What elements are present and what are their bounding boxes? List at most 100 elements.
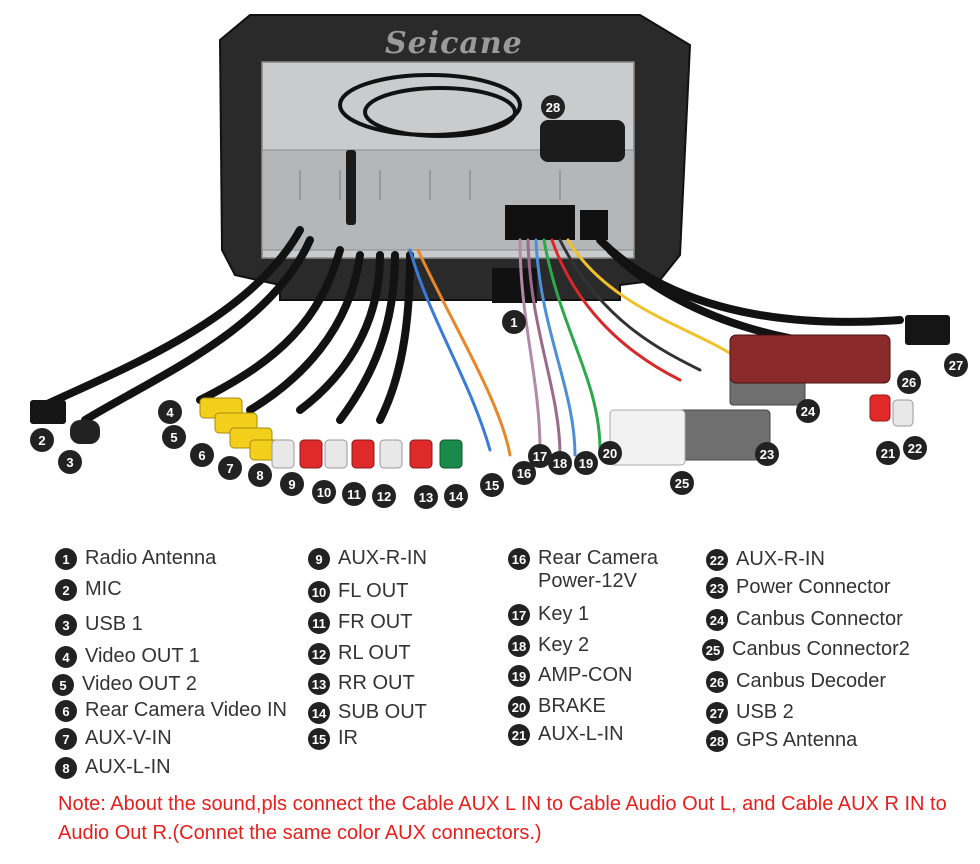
callout-marker: 19 [574,451,598,475]
legend-label: MIC [85,578,122,600]
legend-item: 25 Canbus Connector2 [702,638,910,661]
callout-marker: 10 [312,480,336,504]
callout-marker: 17 [528,444,552,468]
legend-item: 28 GPS Antenna [706,729,857,752]
legend-number: 19 [508,665,530,687]
legend-item: 19 AMP-CON [508,664,632,687]
legend-number: 11 [308,612,330,634]
legend-number: 4 [55,646,77,668]
callout-marker: 28 [541,95,565,119]
legend-number: 13 [308,673,330,695]
legend-number: 8 [55,757,77,779]
legend-number: 28 [706,730,728,752]
callout-marker: 15 [480,473,504,497]
legend-label: AUX-R-IN [338,547,427,569]
callout-marker: 12 [372,484,396,508]
legend-item: 14 SUB OUT [308,701,427,724]
harness-plug-main [505,205,575,240]
legend-item: 15 IR [308,727,358,750]
legend-label: Rear Camera Video IN [85,699,287,721]
usb1-connector [30,400,66,424]
antenna-rod [346,150,356,225]
callout-marker: 21 [876,441,900,465]
legend-item: 20 BRAKE [508,695,606,718]
legend-item: 23 Power Connector [706,576,891,599]
callout-marker: 14 [444,484,468,508]
legend-label: Rear Camera Power-12V [538,547,659,592]
legend-label: Canbus Decoder [736,670,887,692]
legend-item: 17 Key 1 [508,603,589,626]
legend-label: FL OUT [338,580,409,602]
callout-marker: 23 [755,442,779,466]
callout-marker: 13 [414,485,438,509]
callout-marker: 8 [248,463,272,487]
legend-label: BRAKE [538,695,606,717]
legend-number: 20 [508,696,530,718]
legend-number: 16 [508,548,530,570]
legend-label: Key 2 [538,634,590,656]
legend-number: 14 [308,702,330,724]
legend-label: Key 1 [538,603,590,625]
callout-marker: 22 [903,436,927,460]
legend-label: SUB OUT [338,701,427,723]
callout-marker: 3 [58,450,82,474]
legend-label: Power Connector [736,576,891,598]
legend-number: 23 [706,577,728,599]
callout-marker: 18 [548,451,572,475]
legend-number: 27 [706,702,728,724]
callout-marker: 26 [897,370,921,394]
legend-item: 9 AUX-R-IN [308,547,427,570]
legend-label: IR [338,727,358,749]
legend-number: 2 [55,579,77,601]
callout-marker: 24 [796,399,820,423]
legend-label: USB 1 [85,613,143,635]
callout-marker: 5 [162,425,186,449]
legend-number: 12 [308,643,330,665]
legend-item: 13 RR OUT [308,672,415,695]
legend-number: 9 [308,548,330,570]
legend-number: 17 [508,604,530,626]
callout-marker: 6 [190,443,214,467]
legend-label: GPS Antenna [736,729,858,751]
legend-number: 22 [706,549,728,571]
legend-label: Canbus Connector2 [732,638,910,660]
rca-connectors [199,394,914,469]
legend-item: 24 Canbus Connector [706,608,903,631]
legend-item: 2 MIC [55,578,122,601]
canbus-connector2 [609,409,686,466]
legend-number: 7 [55,728,77,750]
legend-number: 5 [52,674,74,696]
legend-label: Radio Antenna [85,547,217,569]
legend-number: 25 [702,639,724,661]
legend-label: Canbus Connector [736,608,903,630]
callout-marker: 27 [944,353,968,377]
callout-marker: 2 [30,428,54,452]
legend-number: 24 [706,609,728,631]
callout-marker: 11 [342,482,366,506]
legend-number: 15 [308,728,330,750]
legend-item: 8 AUX-L-IN [55,756,171,779]
wiring-diagram [30,14,950,469]
legend-item: 16 Rear Camera Power-12V [508,547,658,593]
legend-number: 6 [55,700,77,722]
legend-label: AUX-L-IN [85,756,171,778]
callout-marker: 25 [670,471,694,495]
gps-antenna-puck [540,120,625,162]
legend-label: AMP-CON [538,664,633,686]
legend-label: Video OUT 2 [82,673,197,695]
callout-marker: 4 [158,400,182,424]
legend-label: AUX-L-IN [538,723,624,745]
legend-label: RR OUT [338,672,415,694]
legend-label: USB 2 [736,701,794,723]
note-text: Note: About the sound,pls connect the Ca… [58,793,947,844]
legend-item: 27 USB 2 [706,701,794,724]
canbus-decoder [729,334,891,384]
